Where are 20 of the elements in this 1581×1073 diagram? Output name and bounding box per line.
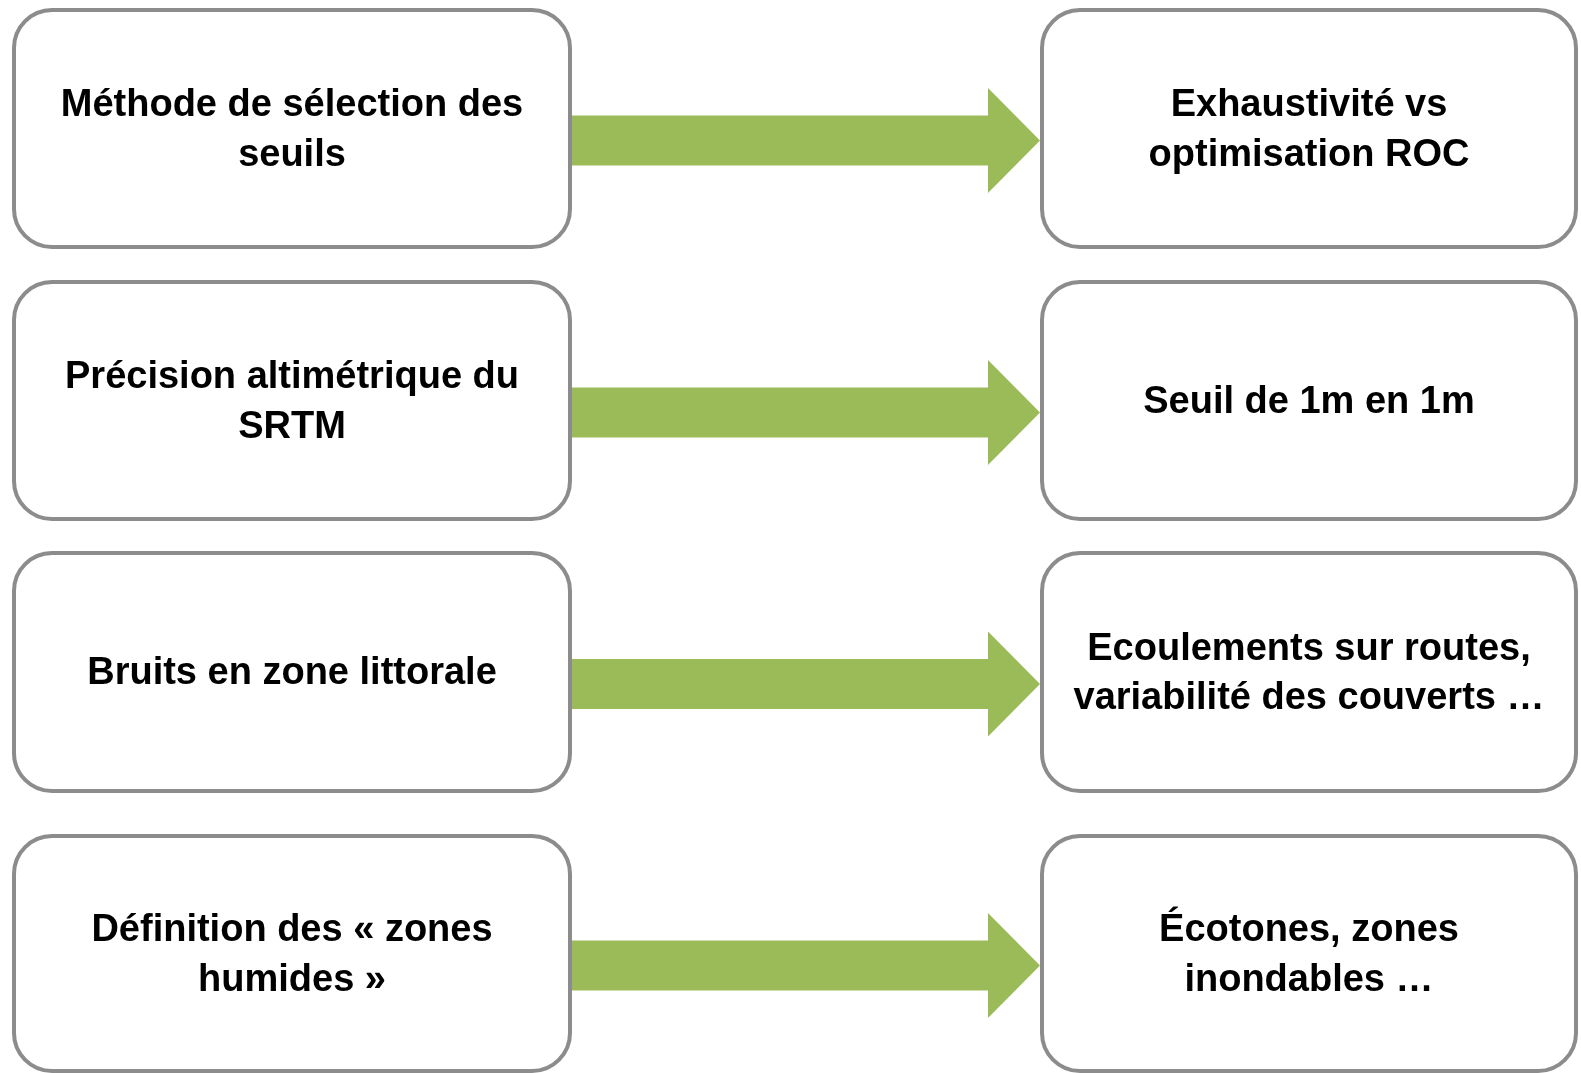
rounded-box xyxy=(12,280,572,521)
box-text: Bruits en zone littorale xyxy=(87,649,497,695)
rounded-box xyxy=(1040,8,1578,249)
rounded-box xyxy=(12,551,572,793)
rounded-box xyxy=(12,834,572,1073)
block-arrow xyxy=(572,631,1040,737)
rounded-box xyxy=(12,8,572,249)
rounded-box xyxy=(1040,834,1578,1073)
box-text: Méthode de sélection des seuils xyxy=(59,81,525,176)
box-text: Seuil de 1m en 1m xyxy=(1143,377,1475,423)
box-text: Exhaustivité vs optimisation ROC xyxy=(1147,81,1471,176)
rounded-box xyxy=(1040,280,1578,521)
box-text: Ecoulements sur routes, variabilité des couverts … xyxy=(1072,624,1546,719)
block-arrow xyxy=(572,360,1040,465)
box-text: Définition des « zones humides » xyxy=(90,906,494,1001)
block-arrow xyxy=(572,88,1040,193)
box-text: Écotones, zones inondables … xyxy=(1158,905,1460,1001)
block-arrow xyxy=(572,913,1040,1018)
box-text: Précision altimétrique du SRTM xyxy=(64,353,520,448)
rounded-box xyxy=(1040,551,1578,793)
